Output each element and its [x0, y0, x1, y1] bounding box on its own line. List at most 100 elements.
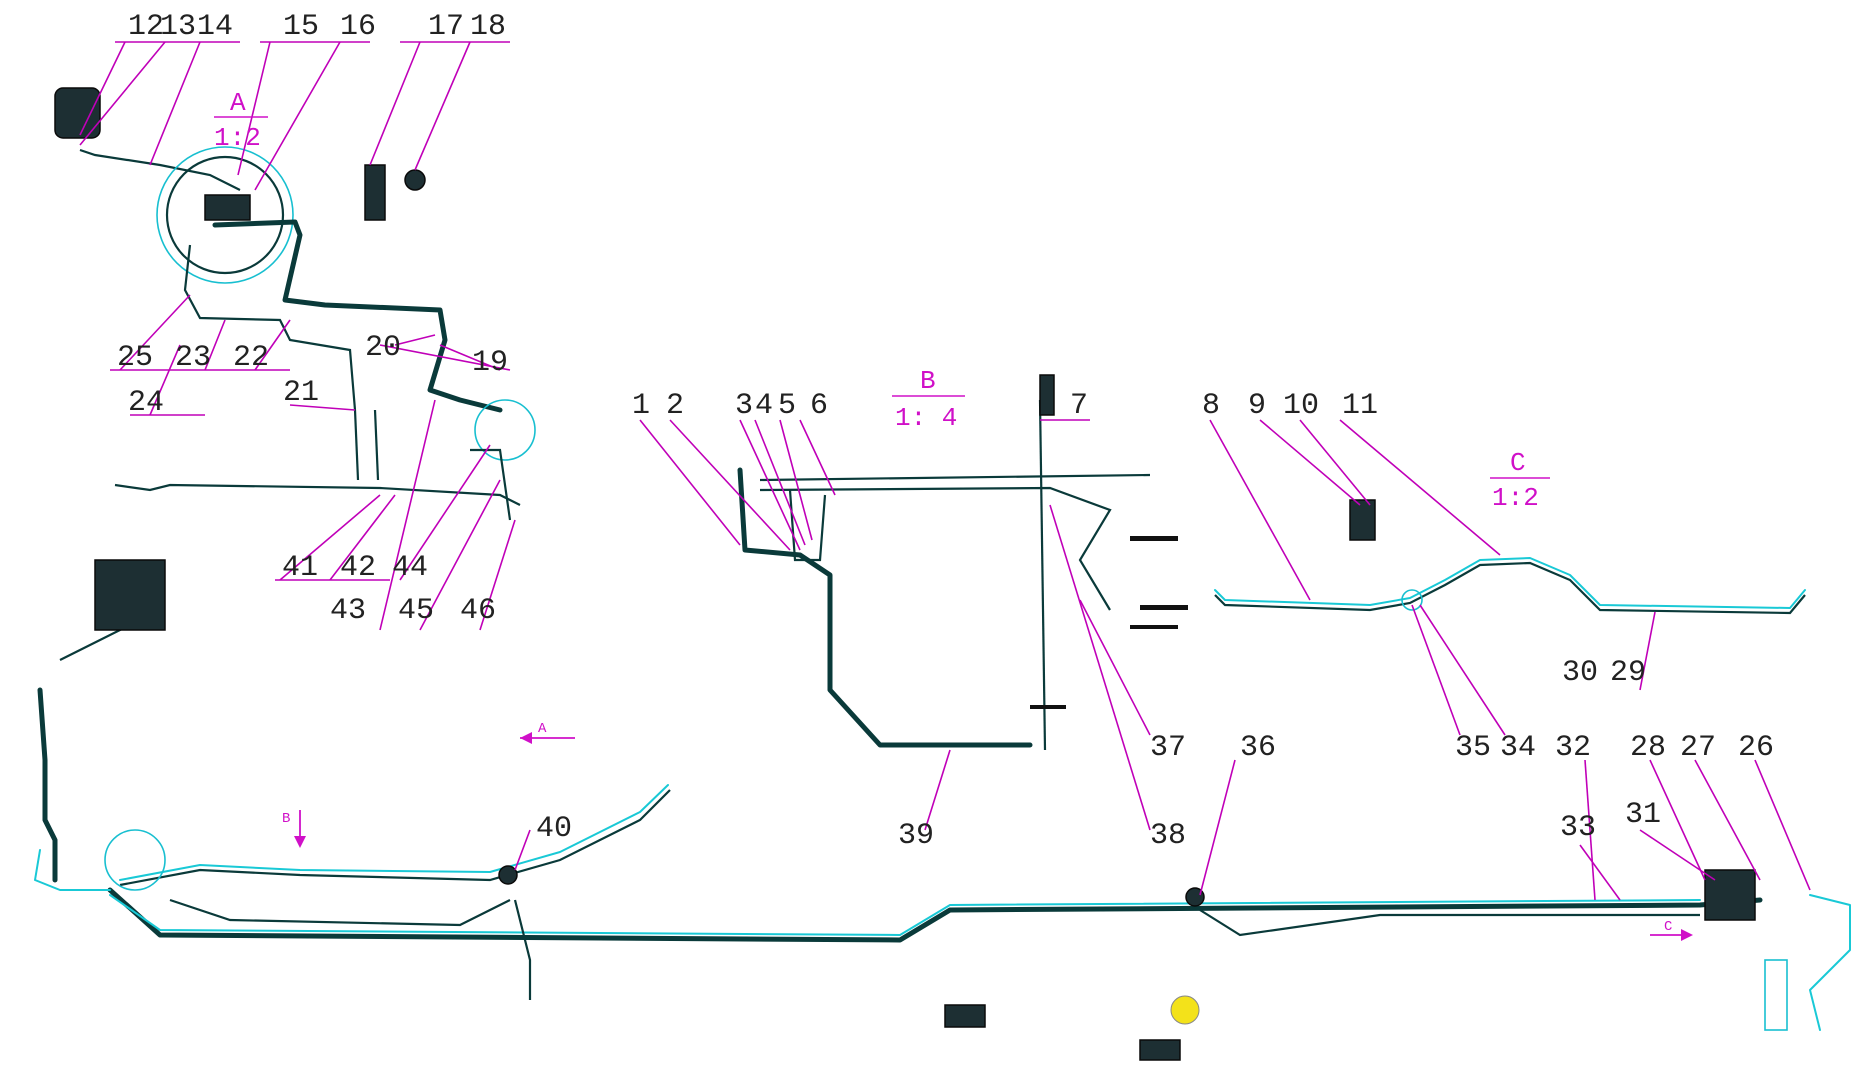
- callout-16: 16: [340, 10, 376, 44]
- leader-10: [1299, 419, 1371, 506]
- marker-c-arrowhead: [1681, 929, 1693, 941]
- clip-detail-yellow: [1170, 995, 1200, 1025]
- leader-bar-20-19: [379, 344, 511, 371]
- leader-2: [669, 419, 791, 551]
- callout-22: 22: [233, 341, 269, 375]
- leader-29-30: [1639, 611, 1656, 691]
- callout-3: 3: [735, 389, 753, 423]
- drop-pipe: [513, 899, 532, 1000]
- right-lower-pipe: [1199, 909, 1700, 937]
- callout-11: 11: [1342, 389, 1378, 423]
- leader-26: [1754, 759, 1811, 891]
- leader-37: [1079, 599, 1151, 736]
- rear-branch-pipe-cyan: [119, 784, 669, 881]
- callout-26: 26: [1738, 731, 1774, 765]
- master-cylinder: [94, 559, 166, 631]
- leader-11: [1339, 419, 1501, 556]
- callout-37: 37: [1150, 731, 1186, 765]
- callout-12: 12: [128, 10, 164, 44]
- connector-40: [498, 865, 518, 885]
- vertical-pipe-21b: [373, 409, 380, 481]
- callout-2: 2: [666, 389, 684, 423]
- view-c-pipe-dark: [1214, 561, 1806, 615]
- brake-fluid-reservoir: [54, 87, 101, 139]
- view-b-vertical: [1038, 399, 1047, 751]
- view-b-main-loop: [737, 467, 1033, 748]
- leader-12: [79, 41, 126, 136]
- callout-21: 21: [283, 376, 319, 410]
- leader-25: [119, 294, 191, 371]
- callout-23: 23: [175, 341, 211, 375]
- clip-detail-1: [944, 1004, 986, 1028]
- callout-34: 34: [1500, 731, 1536, 765]
- callout-8: 8: [1202, 389, 1220, 423]
- marker-b-arrowhead: [294, 836, 306, 848]
- leader-22: [254, 319, 291, 371]
- callout-7: 7: [1070, 389, 1088, 423]
- clip-detail-2: [1139, 1039, 1181, 1061]
- leader-24: [149, 344, 181, 416]
- view-c-pipes: [1214, 499, 1806, 615]
- leader-31: [1639, 829, 1716, 881]
- proportioning-valve: [204, 194, 251, 221]
- leader-3: [739, 419, 801, 551]
- wheel-cylinder-outline: [474, 399, 536, 461]
- leader-27: [1694, 759, 1761, 881]
- leader-5: [779, 419, 813, 541]
- callout-42: 42: [340, 551, 376, 585]
- leader-46: [479, 519, 516, 631]
- leader-42: [329, 494, 396, 581]
- view-c-valve-9: [1349, 499, 1376, 541]
- callout-41: 41: [282, 551, 318, 585]
- leader-6: [799, 419, 836, 496]
- leader-32: [1584, 759, 1596, 901]
- brake-booster-outline: [165, 155, 285, 275]
- leader-1: [639, 419, 741, 546]
- callout-5: 5: [778, 389, 796, 423]
- leader-23: [204, 319, 226, 371]
- callout-44: 44: [392, 551, 428, 585]
- callout-43: 43: [330, 594, 366, 628]
- view-c-letter: C: [1510, 448, 1526, 478]
- leader-43: [379, 399, 436, 631]
- callout-19: 19: [472, 346, 508, 380]
- leader-14: [149, 41, 201, 166]
- leader-45: [419, 479, 501, 631]
- callout-27: 27: [1680, 731, 1716, 765]
- leader-33: [1579, 844, 1621, 901]
- callout-38: 38: [1150, 819, 1186, 853]
- callout-10: 10: [1283, 389, 1319, 423]
- booster-cyan-outline: [156, 146, 294, 284]
- callout-17: 17: [428, 10, 464, 44]
- clip-36: [1185, 887, 1205, 907]
- view-b-bracket-3: [1130, 625, 1178, 629]
- callout-40: 40: [536, 812, 572, 846]
- leader-21: [289, 404, 356, 411]
- left-loop-cyan: [34, 849, 111, 891]
- leader-20: [394, 334, 436, 346]
- view-b-branch: [759, 486, 1112, 611]
- leader-40: [514, 829, 531, 871]
- callout-30: 30: [1562, 656, 1598, 690]
- callout-20: 20: [365, 331, 401, 365]
- view-c-pipe: [1214, 557, 1806, 609]
- callout-6: 6: [810, 389, 828, 423]
- callout-36: 36: [1240, 731, 1276, 765]
- leader-lines: [79, 41, 1811, 901]
- marker-b-label: B: [282, 811, 290, 827]
- leader-28: [1649, 759, 1706, 881]
- callout-28: 28: [1630, 731, 1666, 765]
- view-a-letter: A: [230, 88, 246, 118]
- upper-pipe-run: [212, 219, 503, 413]
- callout-29: 29: [1610, 656, 1646, 690]
- callout-45: 45: [398, 594, 434, 628]
- leader-34: [1419, 604, 1506, 736]
- callout-4: 4: [755, 389, 773, 423]
- view-c-scale: 1:2: [1492, 483, 1539, 513]
- callout-14: 14: [197, 10, 233, 44]
- leader-9: [1259, 419, 1361, 506]
- callout-33: 33: [1560, 811, 1596, 845]
- view-b-bracket-2: [1140, 605, 1188, 610]
- leader-36: [1199, 759, 1236, 896]
- leader-38: [1049, 504, 1151, 831]
